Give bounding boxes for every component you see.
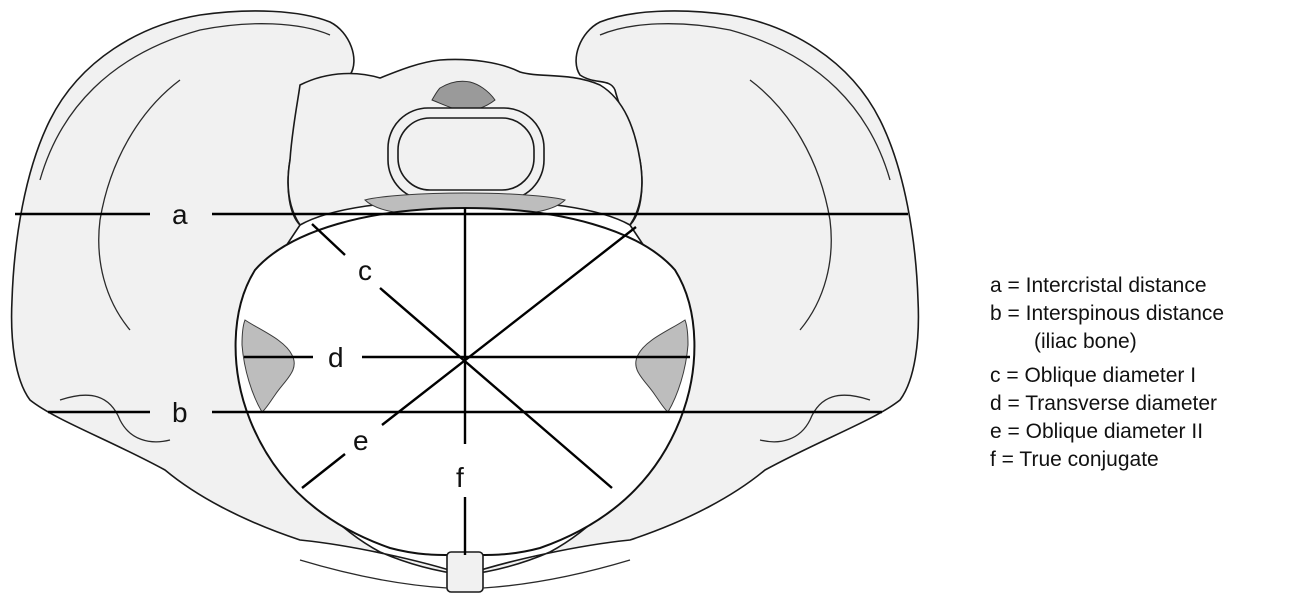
legend-key: e = — [990, 418, 1020, 446]
legend-key: b = — [990, 300, 1020, 328]
legend-text: Intercristal distance — [1026, 274, 1207, 297]
legend: a = Intercristal distance b = Interspino… — [990, 272, 1224, 474]
legend-key: a = — [990, 272, 1020, 300]
legend-item-e: e = Oblique diameter II — [990, 418, 1224, 446]
legend-text: Oblique diameter II — [1026, 420, 1203, 443]
legend-key: d = — [990, 390, 1020, 418]
label-f: f — [456, 462, 464, 493]
label-b: b — [172, 397, 188, 428]
label-a: a — [172, 199, 188, 230]
legend-item-f: f = True conjugate — [990, 446, 1224, 474]
label-c: c — [358, 255, 372, 286]
label-e: e — [353, 425, 369, 456]
legend-item-b: b = Interspinous distance — [990, 300, 1224, 328]
legend-item-d: d = Transverse diameter — [990, 390, 1224, 418]
legend-item-b-sub: (iliac bone) — [990, 328, 1224, 356]
label-d: d — [328, 342, 344, 373]
legend-text: Oblique diameter I — [1024, 364, 1196, 387]
legend-key: f = — [990, 446, 1014, 474]
legend-item-c: c = Oblique diameter I — [990, 362, 1224, 390]
legend-text: True conjugate — [1019, 448, 1158, 471]
pubic-symphysis — [447, 552, 483, 592]
legend-item-a: a = Intercristal distance — [990, 272, 1224, 300]
legend-text: Interspinous distance — [1026, 302, 1224, 325]
vertebral-body-inner — [398, 118, 534, 190]
legend-text: Transverse diameter — [1025, 392, 1217, 415]
legend-key: c = — [990, 362, 1019, 390]
